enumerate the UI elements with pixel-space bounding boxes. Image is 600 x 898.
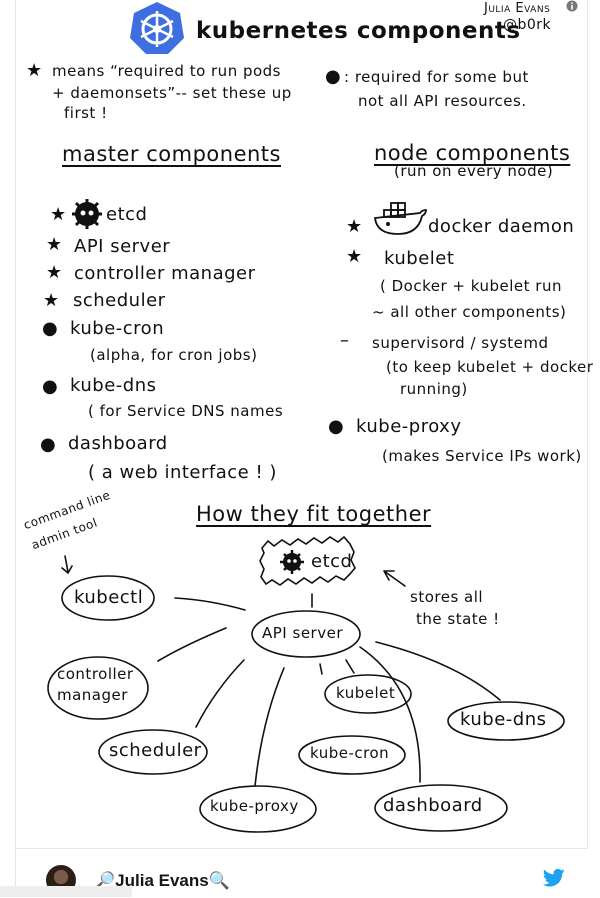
state-arrow bbox=[383, 570, 406, 587]
node-item-docker: docker daemon bbox=[428, 216, 575, 237]
legend-star-text: + daemonsets”-- set these up bbox=[52, 84, 292, 102]
master-item-controller-manager: controller manager bbox=[74, 263, 256, 284]
dot-bullet: ● bbox=[42, 318, 58, 339]
kubelet-node bbox=[324, 674, 412, 714]
master-item-scheduler: scheduler bbox=[73, 290, 166, 311]
dash-bullet: – bbox=[340, 330, 349, 351]
star-bullet: ★ bbox=[43, 290, 60, 311]
diagram-etcd-label: etcd bbox=[311, 551, 353, 572]
star-bullet: ★ bbox=[46, 262, 63, 283]
star-bullet: ★ bbox=[26, 60, 43, 81]
diagram-kubectl-label: kubectl bbox=[74, 587, 144, 608]
master-item-api-server: API server bbox=[74, 236, 171, 257]
star-bullet: ★ bbox=[50, 204, 67, 225]
note-kube-proxy: (makes Service IPs work) bbox=[382, 447, 582, 465]
api-server-node bbox=[251, 610, 361, 658]
dashboard-node bbox=[374, 784, 508, 832]
etcd-icon bbox=[280, 550, 304, 574]
diagram-dashboard-label: dashboard bbox=[383, 795, 483, 816]
master-item-etcd: etcd bbox=[106, 204, 148, 225]
page-title: kubernetes components bbox=[196, 18, 521, 44]
info-icon[interactable] bbox=[566, 0, 578, 12]
node-item-supervisord: supervisord / systemd bbox=[372, 334, 549, 352]
kube-dns-node bbox=[447, 701, 565, 741]
diagram-heading: How they fit together bbox=[196, 502, 432, 526]
scroll-strip bbox=[0, 886, 132, 897]
legend-dot-text: not all API resources. bbox=[358, 92, 527, 110]
kube-cron-node bbox=[298, 735, 406, 775]
diagram-scheduler-label: scheduler bbox=[109, 740, 202, 761]
star-bullet: ★ bbox=[46, 234, 63, 255]
cmd-arrow bbox=[61, 555, 73, 575]
star-bullet: ★ bbox=[346, 246, 363, 267]
note-stores-state: the state ! bbox=[416, 610, 500, 628]
node-components-heading: node components bbox=[374, 141, 571, 165]
dot-bullet: ● bbox=[328, 416, 344, 437]
legend-star-text: first ! bbox=[64, 104, 108, 122]
master-item-kube-cron: kube-cron bbox=[70, 318, 165, 339]
note-kubelet: ( Docker + kubelet run bbox=[380, 277, 562, 295]
note-kubelet: ~ all other components) bbox=[372, 303, 567, 321]
note-stores-state: stores all bbox=[410, 588, 484, 606]
kube-proxy-node bbox=[199, 785, 317, 833]
twitter-icon[interactable] bbox=[543, 868, 565, 888]
node-item-kubelet: kubelet bbox=[384, 248, 455, 269]
etcd-bubble bbox=[259, 535, 356, 586]
master-item-kube-dns: kube-dns bbox=[70, 375, 157, 396]
master-item-dashboard: dashboard bbox=[68, 433, 168, 454]
docker-icon bbox=[373, 202, 427, 235]
star-bullet: ★ bbox=[346, 216, 363, 237]
dot-bullet: ● bbox=[42, 376, 58, 397]
kubernetes-logo-icon bbox=[130, 2, 184, 54]
node-item-kube-proxy: kube-proxy bbox=[356, 416, 462, 437]
etcd-icon bbox=[72, 199, 102, 229]
legend-star-text: means “required to run pods bbox=[52, 62, 282, 80]
diagram-api-label: API server bbox=[262, 624, 343, 642]
dot-bullet: ● bbox=[40, 434, 56, 455]
note-supervisord: (to keep kubelet + docker bbox=[386, 358, 594, 376]
master-components-heading: master components bbox=[62, 142, 281, 166]
note-dashboard: ( a web interface ! ) bbox=[88, 462, 277, 483]
legend-dot-text: : required for some but bbox=[344, 68, 529, 86]
diagram-kubelet-label: kubelet bbox=[336, 684, 396, 702]
architecture-diagram bbox=[47, 535, 565, 833]
diagram-kube-proxy-label: kube-proxy bbox=[210, 797, 299, 815]
controller-manager-node bbox=[47, 656, 149, 720]
diagram-controller-label: controller bbox=[57, 665, 134, 683]
tweet-author-name[interactable]: 🔎Julia Evans🔍 bbox=[94, 871, 230, 890]
kubectl-node bbox=[61, 575, 155, 621]
author-handle: @b0rk bbox=[503, 17, 552, 33]
node-components-subheading: (run on every node) bbox=[394, 162, 554, 180]
scheduler-node bbox=[98, 729, 208, 775]
tweet-media-frame bbox=[15, 0, 588, 897]
diagram-controller-label: manager bbox=[57, 686, 128, 704]
diagram-kube-cron-label: kube-cron bbox=[310, 744, 390, 762]
dot-bullet: ● bbox=[325, 66, 341, 87]
note-supervisord: running) bbox=[400, 380, 468, 398]
note-kube-cron: (alpha, for cron jobs) bbox=[90, 346, 258, 364]
note-kube-dns: ( for Service DNS names bbox=[88, 402, 284, 420]
diagram-kube-dns-label: kube-dns bbox=[460, 709, 547, 730]
author-name: Julia Evans bbox=[484, 1, 551, 16]
